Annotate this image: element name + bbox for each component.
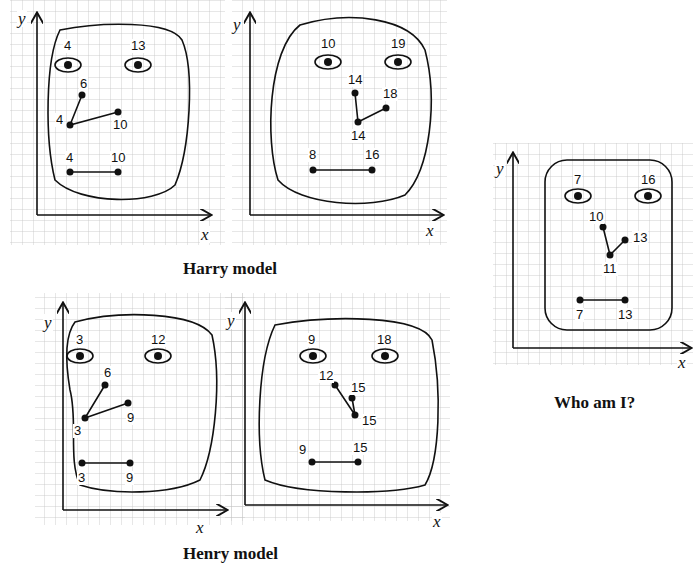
coordinate-number: 15 xyxy=(352,441,368,455)
coordinate-number: 13 xyxy=(632,231,648,245)
coordinate-number: 3 xyxy=(77,471,86,485)
coordinate-number: 12 xyxy=(318,369,334,383)
coordinate-number: 4 xyxy=(65,151,74,165)
coordinate-number: 16 xyxy=(640,173,656,187)
axis-label: y xyxy=(495,160,505,177)
coordinate-number: 6 xyxy=(79,77,88,91)
axis-label: y xyxy=(17,10,27,27)
model-caption: Harry model xyxy=(182,259,278,278)
coordinate-number: 13 xyxy=(617,308,633,322)
coordinate-number: 9 xyxy=(307,333,316,347)
coordinate-number: 4 xyxy=(63,39,72,53)
axis-label: x xyxy=(200,226,210,243)
coordinate-number: 10 xyxy=(110,151,126,165)
coordinate-number: 7 xyxy=(575,308,584,322)
model-caption: Henry model xyxy=(182,544,279,563)
coordinate-number: 15 xyxy=(350,381,366,395)
axis-label: x xyxy=(425,222,435,239)
coordinate-number: 4 xyxy=(55,113,64,127)
axis-label: y xyxy=(226,312,236,329)
model-caption: Who am I? xyxy=(553,393,636,412)
axis-label: x xyxy=(677,354,687,371)
coordinate-number: 18 xyxy=(382,87,398,101)
coordinate-number: 6 xyxy=(103,366,112,380)
axis-label: y xyxy=(43,314,53,331)
axis-label: y xyxy=(232,16,242,33)
coordinate-number: 19 xyxy=(390,37,406,51)
coordinate-number: 10 xyxy=(588,210,604,224)
coordinate-number: 9 xyxy=(125,471,134,485)
coordinate-number: 15 xyxy=(361,414,377,428)
coordinate-number: 9 xyxy=(126,411,135,425)
coordinate-number: 11 xyxy=(602,262,618,276)
coordinate-number: 8 xyxy=(308,148,317,162)
axis-label: x xyxy=(432,513,442,530)
coordinate-number: 7 xyxy=(573,173,582,187)
coordinate-number: 3 xyxy=(73,424,82,438)
coordinate-number: 10 xyxy=(112,118,128,132)
coordinate-number: 3 xyxy=(75,333,84,347)
coordinate-number: 14 xyxy=(350,129,366,143)
coordinate-number: 16 xyxy=(364,148,380,162)
coordinate-number: 12 xyxy=(150,333,166,347)
coordinate-number: 14 xyxy=(347,73,363,87)
coordinate-number: 9 xyxy=(298,443,307,457)
axis-label: x xyxy=(195,519,205,536)
coordinate-number: 18 xyxy=(376,333,392,347)
coordinate-number: 13 xyxy=(130,39,146,53)
coordinate-number: 10 xyxy=(320,37,336,51)
